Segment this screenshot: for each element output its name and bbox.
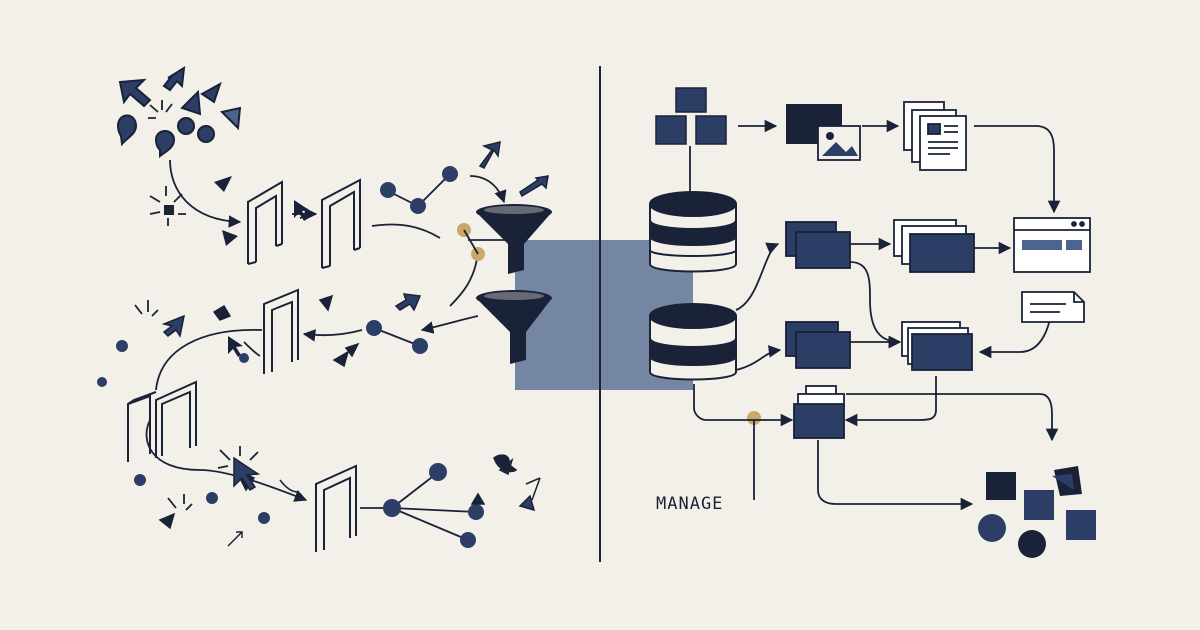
gate-icon — [321, 178, 361, 269]
sorted-shapes-cluster — [978, 466, 1096, 558]
card-stack-icon — [785, 221, 851, 269]
right-connectors — [689, 119, 1061, 511]
card-stack-icon — [785, 321, 851, 369]
database-icon — [649, 191, 737, 273]
image-card-icon — [786, 104, 861, 161]
card-stack-icon — [893, 219, 975, 273]
scatter-arrow-icon — [162, 66, 186, 92]
browser-window-icon — [1013, 217, 1091, 273]
left-node-graphs — [97, 166, 484, 548]
small-arrow-icon — [222, 230, 238, 246]
card-stack-icon — [901, 321, 973, 371]
sparkle-marks — [134, 100, 309, 511]
scatter-dot — [177, 117, 195, 135]
document-stack-icon — [903, 101, 967, 171]
folder-icon — [793, 385, 845, 439]
cursor-icon — [233, 456, 261, 492]
gate-icon — [315, 464, 357, 552]
funnel-icon — [476, 204, 552, 274]
hierarchy-blocks-icon — [655, 87, 727, 145]
gold-node-link — [463, 229, 479, 255]
cursor-icon — [294, 200, 309, 221]
scatter-drop-icon — [116, 114, 138, 147]
small-square — [164, 205, 174, 215]
funnel-icon — [476, 290, 552, 364]
scatter-dot — [197, 125, 215, 143]
cursor-icon — [228, 336, 243, 357]
scatter-triangle-icon — [220, 106, 242, 131]
left-chaos-cluster — [116, 66, 242, 159]
scatter-drop-icon — [154, 130, 176, 159]
left-arrows — [158, 141, 549, 547]
gate-icon — [247, 180, 283, 265]
manage-label: MANAGE — [656, 494, 724, 514]
gate-icon — [127, 380, 197, 462]
scatter-triangle-icon — [200, 81, 222, 104]
scatter-arrow-icon — [118, 78, 152, 108]
note-document-icon — [1021, 291, 1085, 323]
database-icon — [649, 303, 737, 381]
gate-icon — [263, 288, 299, 374]
gate-group — [127, 178, 361, 552]
scatter-triangle-icon — [180, 89, 202, 116]
small-arrow-icon — [214, 176, 232, 192]
